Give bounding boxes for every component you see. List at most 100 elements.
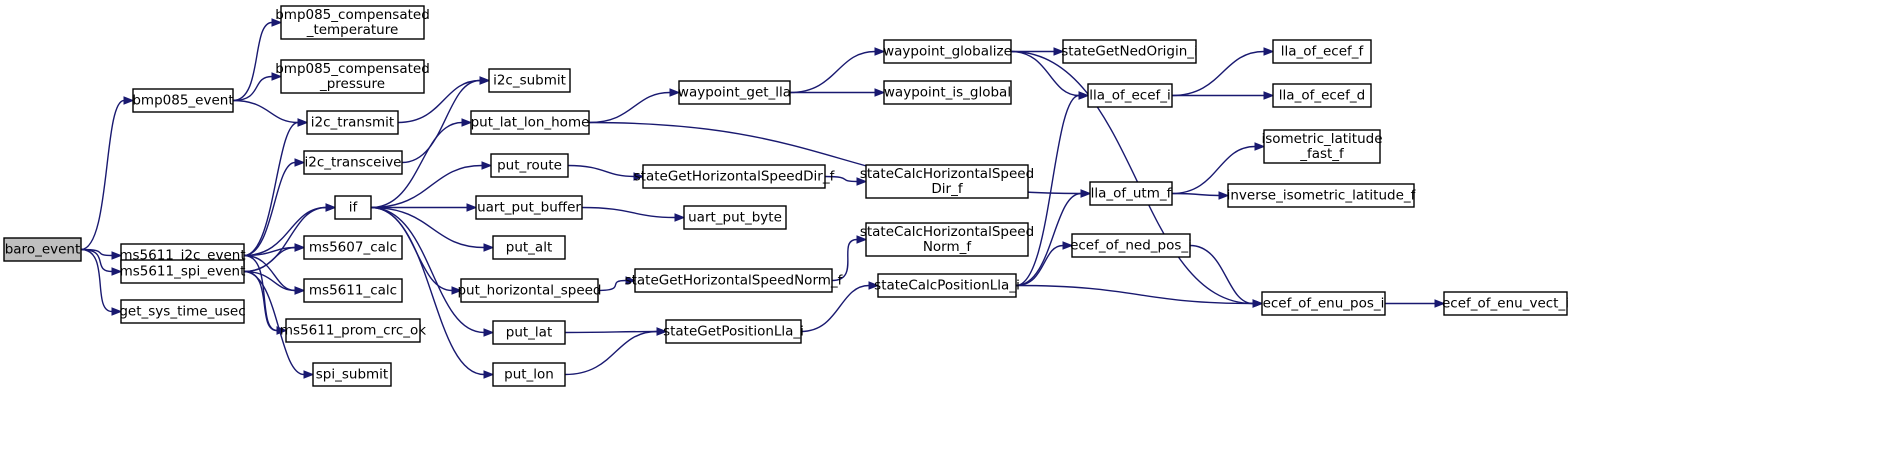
node-bmp085-compensated-pressure[interactable]: bmp085_compensated_pressure bbox=[275, 59, 430, 94]
node-put-route[interactable]: put_route bbox=[490, 153, 569, 178]
node-box bbox=[492, 320, 566, 345]
node-inverse-isometric-latitude-f[interactable]: inverse_isometric_latitude_f bbox=[1227, 183, 1417, 208]
node-if[interactable]: if bbox=[334, 195, 372, 220]
node-stateGetNedOrigin-i[interactable]: stateGetNedOrigin_i bbox=[1061, 39, 1198, 64]
edge-lla_of_utm_f-to-isometric_latitude_fast_f bbox=[1171, 145, 1256, 195]
node-lla-of-ecef-i[interactable]: lla_of_ecef_i bbox=[1087, 83, 1173, 108]
node-label: Dir_f bbox=[931, 181, 963, 197]
edge-bmp085_event-to-i2c_transmit bbox=[232, 99, 299, 124]
node-uart-put-buffer[interactable]: uart_put_buffer bbox=[475, 195, 583, 220]
edge-arrowhead bbox=[874, 47, 886, 56]
node-put-lat[interactable]: put_lat bbox=[492, 320, 566, 345]
node-get-sys-time-usec[interactable]: get_sys_time_usec bbox=[119, 299, 246, 324]
node-box bbox=[488, 68, 571, 93]
node-stateGetHorizontalSpeedDir-f[interactable]: stateGetHorizontalSpeedDir_f bbox=[634, 164, 836, 189]
edge-waypoint_get_lla-to-waypoint_globalize bbox=[789, 50, 876, 94]
node-label: stateCalcHorizontalSpeed bbox=[860, 166, 1034, 182]
node-ms5611-calc[interactable]: ms5611_calc bbox=[303, 278, 403, 303]
node-ecef-of-enu-vect-i[interactable]: ecef_of_enu_vect_i bbox=[1442, 291, 1569, 316]
edge-if-to-put_lat bbox=[370, 206, 485, 334]
node-i2c-transceive[interactable]: i2c_transceive bbox=[303, 150, 403, 175]
node-uart-put-byte[interactable]: uart_put_byte bbox=[683, 205, 787, 230]
node-stateGetHorizontalSpeedNorm-f[interactable]: stateGetHorizontalSpeedNorm_f bbox=[625, 268, 844, 293]
edge-if-to-put_lat_lon_home bbox=[370, 121, 463, 209]
edge-arrowhead bbox=[123, 96, 135, 105]
node-lla-of-ecef-d[interactable]: lla_of_ecef_d bbox=[1272, 83, 1372, 108]
node-box bbox=[865, 164, 1029, 199]
node-baro-event[interactable]: baro_event bbox=[3, 237, 82, 262]
node-box bbox=[303, 278, 403, 303]
node-put-horizontal-speed[interactable]: put_horizontal_speed bbox=[457, 278, 602, 303]
node-label: uart_put_buffer bbox=[477, 200, 581, 216]
node-box bbox=[642, 164, 826, 189]
node-box bbox=[665, 319, 802, 344]
edge-if-to-put_route bbox=[370, 164, 483, 209]
node-label: Norm_f bbox=[923, 239, 973, 255]
node-put-lat-lon-home[interactable]: put_lat_lon_home bbox=[470, 110, 590, 135]
edge-waypoint_globalize-to-lla_of_ecef_i bbox=[1010, 50, 1080, 97]
node-i2c-submit[interactable]: i2c_submit bbox=[488, 68, 571, 93]
node-ecef-of-enu-pos-i[interactable]: ecef_of_enu_pos_i bbox=[1261, 291, 1386, 316]
edge-arrowhead bbox=[111, 267, 123, 276]
node-box bbox=[132, 88, 234, 113]
node-put-lon[interactable]: put_lon bbox=[492, 362, 566, 387]
edge-baro_event-to-ms5611_spi_event bbox=[80, 248, 113, 273]
edge-arrowhead bbox=[674, 213, 686, 222]
edge-arrowhead bbox=[271, 72, 283, 81]
node-waypoint-globalize[interactable]: waypoint_globalize bbox=[883, 39, 1012, 64]
node-label: spi_submit bbox=[316, 367, 388, 383]
edge-arrowhead bbox=[297, 118, 309, 127]
edge-arrowhead bbox=[479, 76, 491, 85]
edge-arrowhead bbox=[856, 177, 868, 186]
node-label: bmp085_compensated bbox=[275, 7, 430, 23]
node-stateGetPositionLla-i[interactable]: stateGetPositionLla_i bbox=[663, 319, 804, 344]
node-ms5611-prom-crc-ok[interactable]: ms5611_prom_crc_ok bbox=[280, 318, 426, 343]
node-box bbox=[285, 318, 421, 343]
node-label: ms5611_spi_event bbox=[120, 264, 246, 280]
node-box bbox=[1443, 291, 1568, 316]
edge-stateGetHorizontalSpeedDir_f-to-stateCalcHorizontalSpeedDir_f bbox=[824, 175, 858, 183]
node-isometric-latitude-fast-f[interactable]: isometric_latitude_fast_f bbox=[1261, 129, 1383, 164]
node-put-alt[interactable]: put_alt bbox=[492, 235, 566, 260]
node-box bbox=[1227, 183, 1415, 208]
node-spi-submit[interactable]: spi_submit bbox=[312, 362, 392, 387]
node-box bbox=[883, 39, 1012, 64]
node-label: stateCalcHorizontalSpeed bbox=[860, 224, 1034, 240]
node-label: get_sys_time_usec bbox=[119, 304, 245, 320]
node-box bbox=[883, 80, 1012, 105]
edge-if-to-put_alt bbox=[370, 206, 485, 249]
node-label: lla_of_ecef_f bbox=[1281, 44, 1365, 60]
node-box bbox=[683, 205, 787, 230]
node-lla-of-ecef-f[interactable]: lla_of_ecef_f bbox=[1272, 39, 1372, 64]
node-label: bmp085_event bbox=[132, 93, 233, 109]
node-label: inverse_isometric_latitude_f bbox=[1227, 188, 1417, 204]
node-stateCalcPositionLla-i[interactable]: stateCalcPositionLla_i bbox=[874, 273, 1020, 298]
node-label: stateGetPositionLla_i bbox=[663, 324, 804, 340]
node-bmp085-compensated-temperature[interactable]: bmp085_compensated_temperature bbox=[275, 5, 430, 40]
node-label: ms5607_calc bbox=[309, 240, 397, 256]
node-box bbox=[492, 235, 566, 260]
node-i2c-transmit[interactable]: i2c_transmit bbox=[306, 110, 399, 135]
edge-put_horizontal_speed-to-stateGetHorizontalSpeedNorm_f bbox=[597, 279, 627, 292]
edge-ms5611_spi_event-to-ms5607_calc bbox=[243, 246, 296, 273]
node-waypoint-get-lla[interactable]: waypoint_get_lla bbox=[678, 80, 791, 105]
edge-arrowhead bbox=[111, 307, 123, 316]
node-label: lla_of_ecef_d bbox=[1279, 88, 1365, 104]
node-bmp085-event[interactable]: bmp085_event bbox=[132, 88, 234, 113]
node-waypoint-is-global[interactable]: waypoint_is_global bbox=[883, 80, 1012, 105]
node-label: put_lat_lon_home bbox=[471, 115, 590, 131]
node-ecef-of-ned-pos-i[interactable]: ecef_of_ned_pos_i bbox=[1070, 233, 1192, 258]
edge-ecef_of_ned_pos_i-to-ecef_of_enu_pos_i bbox=[1189, 244, 1254, 305]
node-box bbox=[280, 59, 425, 94]
node-ms5611-spi-event[interactable]: ms5611_spi_event bbox=[120, 259, 246, 284]
edge-stateGetHorizontalSpeedNorm_f-to-stateCalcHorizontalSpeedNorm_f bbox=[831, 238, 858, 282]
edge-arrowhead bbox=[656, 327, 668, 336]
node-box bbox=[877, 273, 1017, 298]
edge-uart_put_buffer-to-uart_put_byte bbox=[581, 206, 676, 219]
node-ms5607-calc[interactable]: ms5607_calc bbox=[303, 235, 403, 260]
node-lla-of-utm-f[interactable]: lla_of_utm_f bbox=[1089, 181, 1173, 206]
node-label: waypoint_get_lla bbox=[678, 85, 791, 101]
edge-stateCalcPositionLla_i-to-lla_of_ecef_i bbox=[1015, 94, 1080, 287]
